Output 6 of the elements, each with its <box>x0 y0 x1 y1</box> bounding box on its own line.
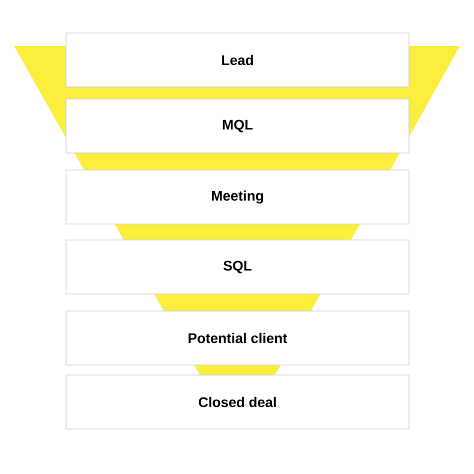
stage-box: Lead <box>66 32 410 88</box>
stage-box: Potential client <box>66 310 410 366</box>
stage-box: Closed deal <box>66 374 410 430</box>
stage-box: MQL <box>66 98 410 154</box>
stage-box: SQL <box>66 240 410 294</box>
stage-box: Meeting <box>66 170 410 224</box>
